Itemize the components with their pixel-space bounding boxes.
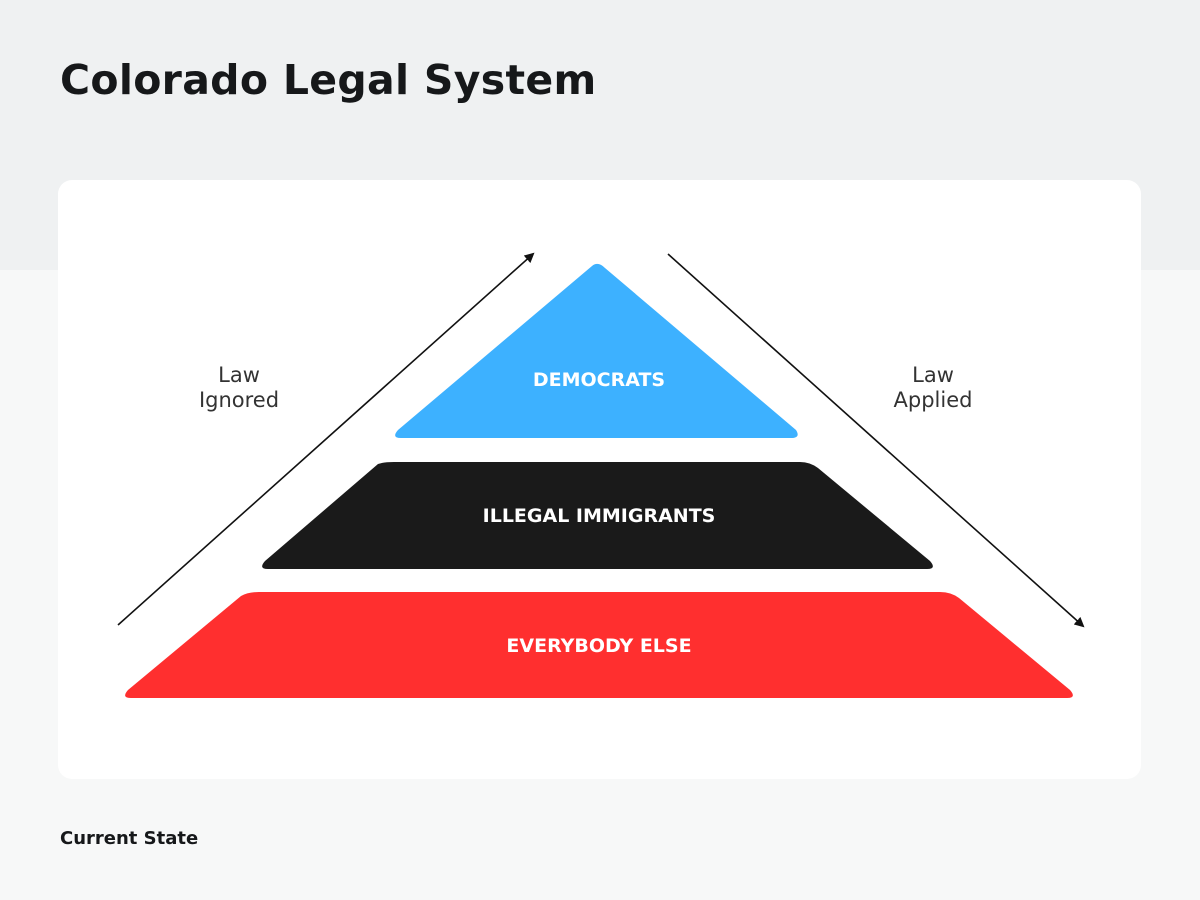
law-applied-line1: Law	[912, 363, 954, 387]
law-ignored-arrow	[117, 252, 535, 626]
law-applied-line2: Applied	[893, 388, 973, 412]
diagram-card: DEMOCRATS ILLEGAL IMMIGRANTS EVERYBODY E…	[58, 180, 1141, 779]
tier-everybody-else-label: EVERYBODY ELSE	[506, 635, 691, 657]
law-applied-arrow	[667, 253, 1085, 628]
tier-everybody-else-shape	[125, 592, 1073, 698]
page-title: Colorado Legal System	[60, 56, 597, 104]
law-ignored-line2: Ignored	[198, 388, 280, 412]
pyramid-diagram: DEMOCRATS ILLEGAL IMMIGRANTS EVERYBODY E…	[117, 252, 1085, 698]
tier-illegal-immigrants-label: ILLEGAL IMMIGRANTS	[483, 505, 716, 527]
tier-democrats-shape	[395, 263, 798, 438]
law-ignored-label: Law Ignored	[149, 363, 329, 413]
tier-illegal-immigrants-shape	[262, 462, 933, 569]
footer-caption: Current State	[60, 828, 199, 849]
law-applied-label: Law Applied	[843, 363, 1023, 413]
tier-democrats-label: DEMOCRATS	[533, 369, 665, 391]
law-ignored-line1: Law	[218, 363, 260, 387]
